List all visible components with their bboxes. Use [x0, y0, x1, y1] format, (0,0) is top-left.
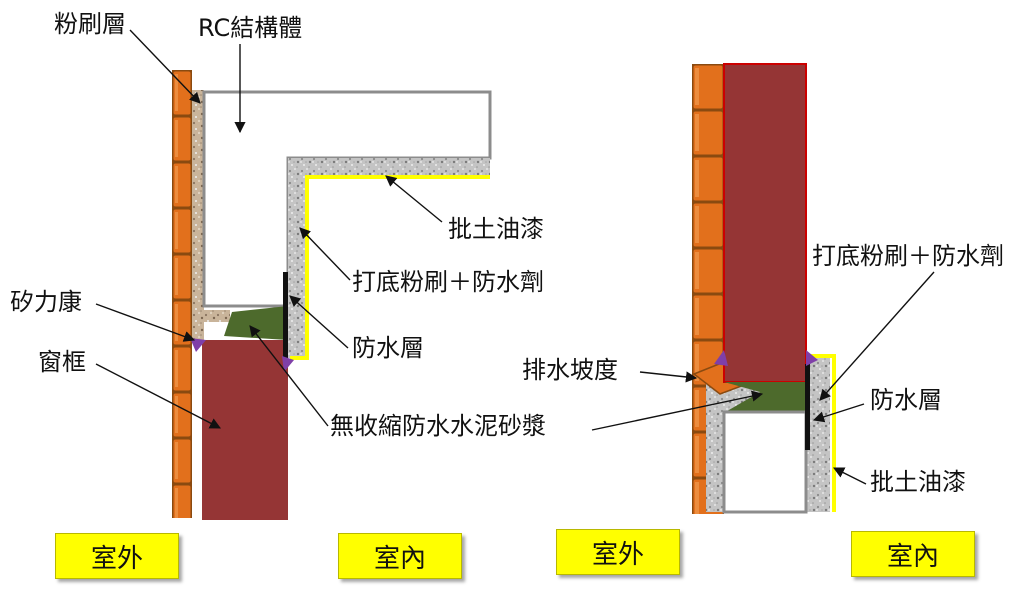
- leader-base-plaster: [299, 227, 351, 281]
- leader-putty-paint: [385, 175, 443, 223]
- right-waterproof-membrane: [805, 364, 810, 450]
- left-window-frame: [202, 340, 288, 520]
- label-drainage-slope: 排水坡度: [522, 356, 618, 384]
- leader-right-putty-paint: [832, 467, 867, 485]
- right-silicone-sealant: [714, 350, 728, 366]
- label-window-frame: 窗框: [38, 348, 86, 376]
- leader-silicone: [95, 303, 196, 342]
- label-plaster-layer: 粉刷層: [54, 10, 126, 38]
- label-non-shrink-mortar: 無收縮防水水泥砂漿: [330, 412, 546, 440]
- label-right-waterproof-layer: 防水層: [870, 386, 942, 414]
- left-paint-line: [290, 175, 490, 360]
- right-window-frame: [723, 63, 807, 383]
- zone-outdoor-right: 室外: [556, 529, 680, 575]
- left-brick-wall: [172, 70, 192, 518]
- leader-non-shrink-mortar-right: [591, 390, 764, 431]
- left-outer-plaster: [192, 90, 204, 340]
- zone-indoor-left: 室內: [338, 533, 462, 579]
- left-silicone-sealant-inner: [282, 356, 294, 372]
- leader-plaster-layer: [129, 29, 201, 104]
- label-silicone: 矽力康: [10, 288, 82, 316]
- leader-waterproof-layer: [289, 295, 349, 349]
- right-waterproof-mortar: [722, 382, 806, 414]
- right-opening-box: [722, 410, 808, 514]
- leader-drainage-slope: [639, 371, 698, 383]
- label-putty-paint: 批土油漆: [448, 215, 544, 243]
- label-base-plaster-waterproof-agent: 打底粉刷＋防水劑: [352, 268, 544, 296]
- left-lintel-plaster: [192, 310, 230, 340]
- label-waterproof-layer: 防水層: [352, 334, 424, 362]
- right-silicone-sealant-inner: [806, 350, 818, 366]
- label-right-putty-paint: 批土油漆: [870, 468, 966, 496]
- leader-non-shrink-mortar: [249, 325, 329, 427]
- right-drainage-plaster: [706, 370, 760, 512]
- zone-outdoor-left: 室外: [55, 533, 179, 579]
- left-base-plaster: [288, 158, 490, 358]
- leader-window-frame: [95, 363, 221, 429]
- left-waterproof-mortar: [224, 306, 288, 340]
- right-diagram: [692, 63, 836, 514]
- leader-lines: [95, 29, 935, 485]
- leader-right-waterproof-layer: [812, 403, 865, 423]
- right-paint-line: [806, 354, 836, 512]
- label-rc-structure: RC結構體: [198, 14, 303, 42]
- zone-indoor-right: 室內: [851, 531, 975, 577]
- leader-right-base-plaster: [819, 271, 935, 401]
- label-right-base-plaster-waterproof-agent: 打底粉刷＋防水劑: [812, 242, 1004, 270]
- left-waterproof-membrane: [283, 272, 288, 358]
